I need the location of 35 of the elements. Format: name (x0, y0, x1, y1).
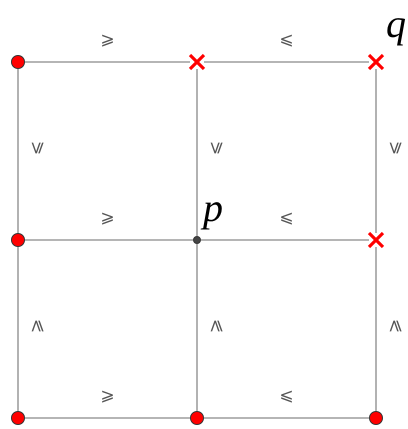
grid-line (196, 244, 198, 411)
edge-label: ⩽ (279, 210, 294, 226)
point-circle (11, 233, 25, 247)
grid-line (204, 61, 369, 63)
cross-mark (188, 53, 206, 71)
point-circle (190, 411, 204, 425)
grid-line (375, 247, 377, 411)
grid-line (25, 239, 193, 241)
point-dot (193, 236, 201, 244)
point-label: p (203, 188, 223, 228)
point-circle (369, 411, 383, 425)
edge-label: ⩽ (386, 140, 404, 156)
edge-label: ⩾ (100, 32, 115, 48)
edge-label: ⩽ (28, 140, 46, 156)
grid-line (375, 69, 377, 233)
grid-line (25, 417, 190, 419)
grid-line (17, 69, 19, 233)
edge-label: ⩾ (386, 318, 404, 334)
grid-line (17, 247, 19, 411)
grid-line (196, 69, 198, 236)
grid-line (204, 417, 369, 419)
edge-label: ⩾ (208, 318, 224, 334)
point-label: q (386, 4, 406, 44)
edge-label: ⩾ (100, 210, 115, 226)
edge-label: ⩾ (100, 388, 115, 404)
grid-line (201, 239, 369, 241)
edge-label: ⩽ (208, 140, 224, 156)
cross-mark (367, 53, 385, 71)
edge-label: ⩽ (279, 32, 294, 48)
edge-label: ⩾ (28, 318, 46, 334)
point-circle (11, 411, 25, 425)
cross-mark (367, 231, 385, 249)
edge-label: ⩽ (279, 388, 294, 404)
point-circle (11, 55, 25, 69)
grid-line (25, 61, 190, 63)
